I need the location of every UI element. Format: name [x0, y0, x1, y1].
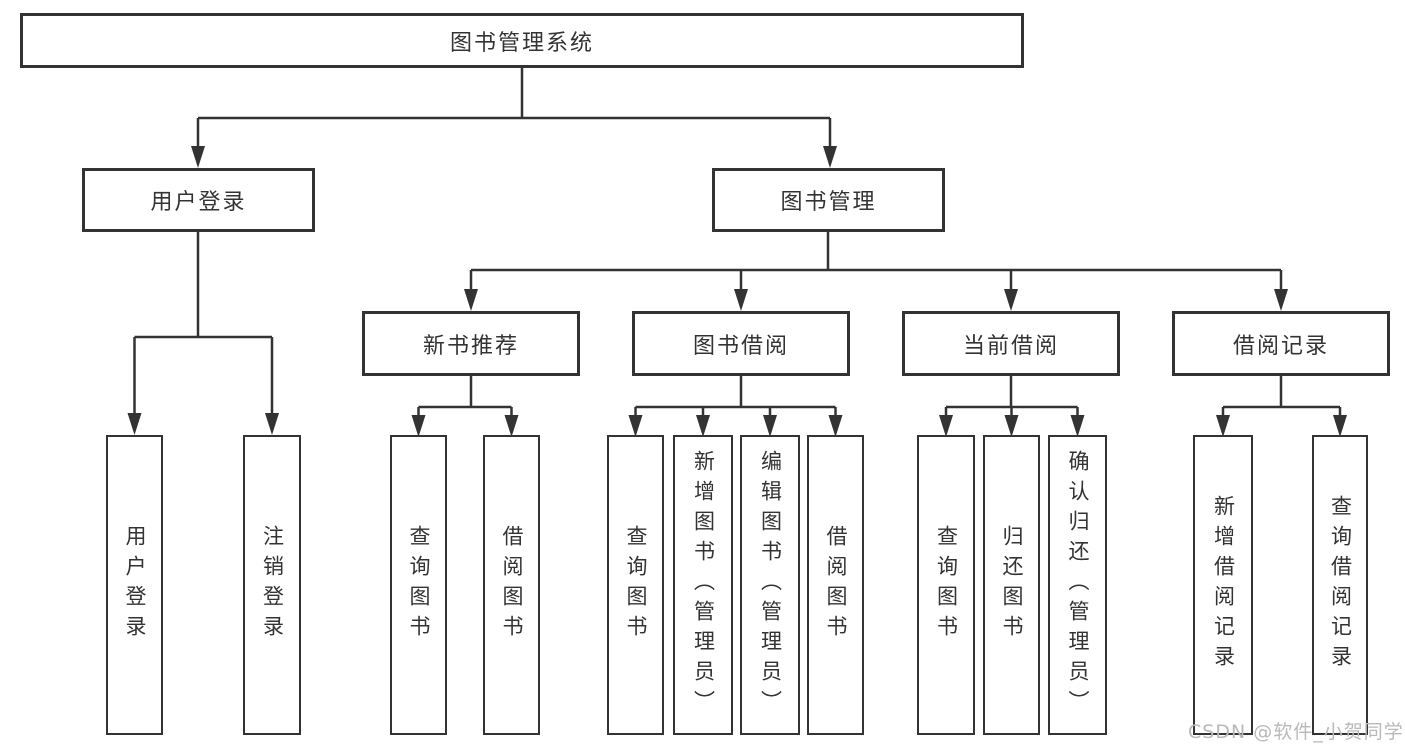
node-book-borrow-label: 图书借阅 — [692, 333, 789, 359]
node-root-label: 图书管理系统 — [449, 30, 594, 56]
leaf-br-add-record-label: 新增借阅记录 — [1211, 495, 1236, 675]
node-current-borrow-label: 当前借阅 — [962, 333, 1059, 359]
leaf-nb-query-books-label: 查询图书 — [407, 525, 431, 645]
node-current-borrow: 当前借阅 — [902, 311, 1120, 376]
node-new-book-recommend-label: 新书推荐 — [422, 333, 519, 359]
leaf-br-query-record-label: 查询借阅记录 — [1328, 495, 1353, 675]
node-new-book-recommend: 新书推荐 — [362, 311, 580, 376]
leaf-nb-query-books: 查询图书 — [390, 435, 447, 735]
leaf-br-add-record: 新增借阅记录 — [1193, 435, 1253, 735]
node-user-login-label: 用户登录 — [150, 190, 247, 215]
node-root: 图书管理系统 — [20, 13, 1024, 68]
leaf-bb-query-books-label: 查询图书 — [624, 525, 648, 645]
leaf-bb-borrow-books-label: 借阅图书 — [824, 525, 848, 645]
node-book-management-label: 图书管理 — [780, 190, 877, 215]
leaf-bb-query-books: 查询图书 — [607, 435, 664, 735]
leaf-nb-borrow-books: 借阅图书 — [483, 435, 540, 735]
leaf-cb-return-books-label: 归还图书 — [1000, 525, 1024, 645]
leaf-bb-borrow-books: 借阅图书 — [807, 435, 864, 735]
leaf-cb-query-books-label: 查询图书 — [934, 525, 959, 645]
node-borrow-records: 借阅记录 — [1172, 311, 1390, 376]
node-book-borrow: 图书借阅 — [632, 311, 850, 376]
leaf-bb-edit-books-admin: 编辑图书（管理员） — [740, 435, 800, 735]
arrowheads — [127, 146, 1347, 437]
leaf-bb-add-books-admin: 新增图书（管理员） — [673, 435, 733, 735]
leaf-bb-add-books-admin-label: 新增图书（管理员） — [691, 450, 716, 720]
leaf-br-query-record: 查询借阅记录 — [1312, 435, 1368, 735]
leaf-cb-query-books: 查询图书 — [917, 435, 975, 735]
leaf-nb-borrow-books-label: 借阅图书 — [500, 525, 524, 645]
leaf-logout: 注销登录 — [243, 435, 301, 735]
leaf-user-login-label: 用户登录 — [123, 525, 147, 645]
node-borrow-records-label: 借阅记录 — [1232, 333, 1329, 359]
csdn-watermark: CSDN @软件_小贺同学 — [1188, 721, 1404, 743]
leaf-logout-label: 注销登录 — [260, 525, 285, 645]
leaf-user-login: 用户登录 — [106, 435, 163, 735]
leaf-cb-confirm-return-admin-label: 确认归还（管理员） — [1066, 450, 1090, 720]
leaf-cb-return-books: 归还图书 — [983, 435, 1040, 735]
node-user-login: 用户登录 — [82, 168, 315, 232]
leaf-cb-confirm-return-admin: 确认归还（管理员） — [1048, 435, 1107, 735]
node-book-management: 图书管理 — [712, 168, 945, 232]
leaf-bb-edit-books-admin-label: 编辑图书（管理员） — [758, 450, 783, 720]
